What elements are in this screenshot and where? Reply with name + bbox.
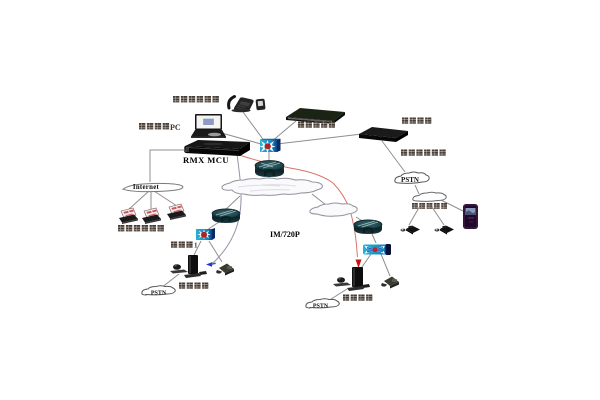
svg-text:IM/720P: IM/720P [270,230,300,239]
svg-text:PSTN: PSTN [151,291,167,297]
svg-text:Internet: Internet [133,184,160,191]
svg-text:PSTN: PSTN [401,176,419,184]
svg-text:1: 1 [194,242,198,250]
svg-text:RMX MCU: RMX MCU [183,155,229,165]
svg-text:PC: PC [170,123,181,132]
svg-text:PSTN: PSTN [313,304,329,310]
